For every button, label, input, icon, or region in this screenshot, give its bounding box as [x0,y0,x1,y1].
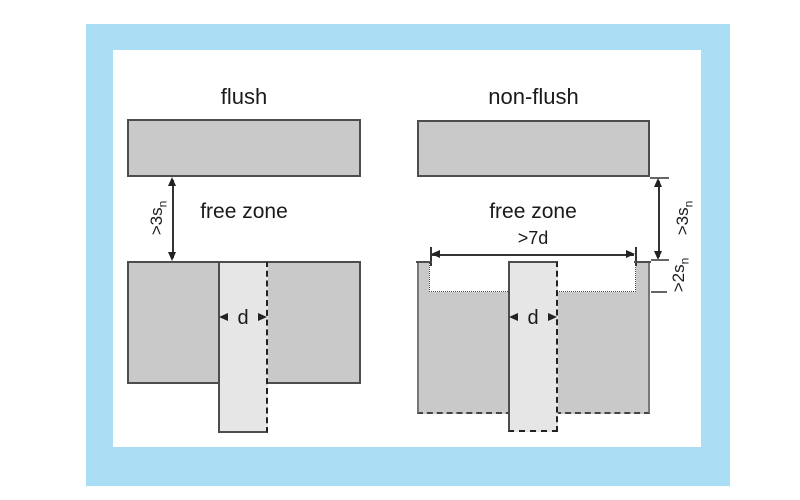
non-flush-sensor-body [508,261,558,432]
non-flush-d-arrow-right-icon [548,313,557,321]
flush-d-label: d [237,307,249,329]
non-flush-d-label: d [527,307,539,329]
flush-3sn-arrow-down-icon [168,252,176,261]
flush-3sn-arrow-up-icon [168,177,176,186]
flush-free-zone-label: free zone [200,200,288,223]
non-flush-3sn-label: >3sn [672,200,695,236]
non-flush-right-rim-top [634,261,651,263]
flush-target-plate [127,119,361,177]
flush-d-arrow-right-icon [258,313,267,321]
non-flush-d-dimension: d [508,307,558,329]
non-flush-left-rim-top [416,261,432,263]
non-flush-7d-tick-left [430,247,432,266]
non-flush-3sn-arrow-up-icon [654,178,662,187]
flush-d-dimension: d [218,307,268,329]
non-flush-7d-tick-right [635,247,637,266]
non-flush-7d-label: >7d [517,228,549,248]
non-flush-target-plate [417,120,650,177]
non-flush-7d-arrow-right-icon [626,250,635,258]
non-flush-7d-dimension-line [432,254,634,256]
flush-title: flush [220,84,268,109]
non-flush-d-arrow-left-icon [509,313,518,321]
non-flush-2sn-label: >2sn [668,257,691,293]
flush-3sn-dimension-line [172,180,174,258]
non-flush-3sn-tick-bottom [651,259,669,261]
non-flush-3sn-tick-top [650,177,669,179]
non-flush-3sn-arrow-down-icon [654,251,662,260]
non-flush-free-zone-label: free zone [489,200,577,223]
non-flush-3sn-dimension-line [658,181,660,257]
non-flush-2sn-leader-line [651,291,667,293]
flush-d-arrow-left-icon [219,313,228,321]
non-flush-title: non-flush [488,84,579,109]
non-flush-7d-arrow-left-icon [431,250,440,258]
flush-sensor-body [218,261,268,433]
